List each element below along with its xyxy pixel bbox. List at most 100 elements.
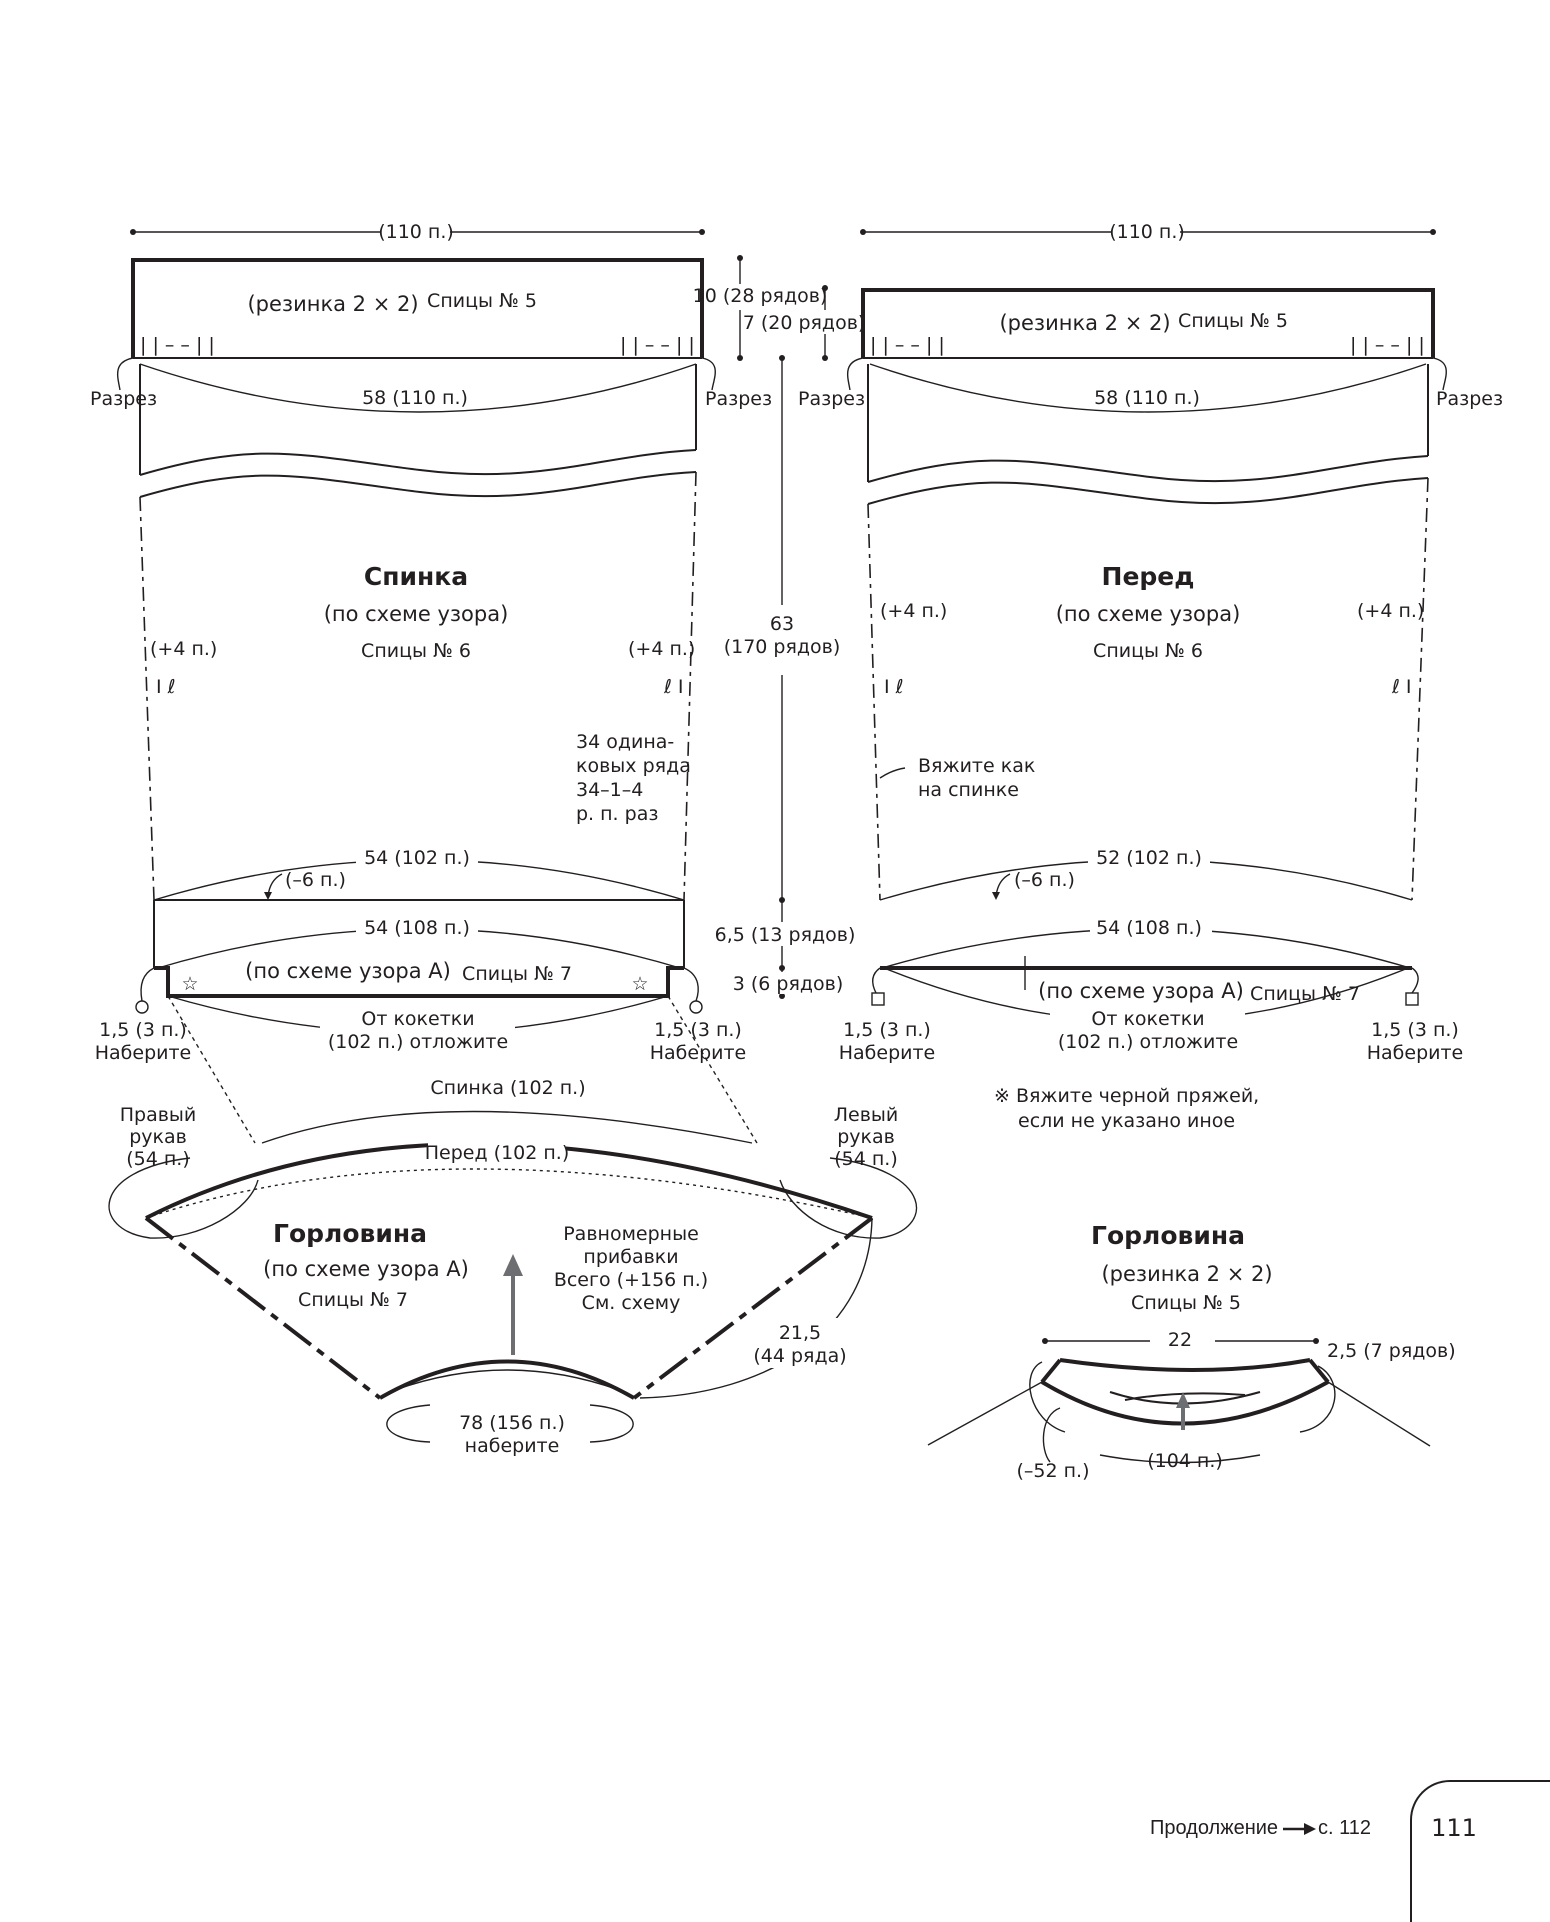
yoke-height-2: (44 ряда) (753, 1345, 846, 1367)
front-width-top: (110 п.) (1109, 221, 1185, 243)
yoke-left-sleeve-3: (54 п.) (834, 1148, 898, 1170)
top-height: 3 (6 рядов) (733, 973, 844, 995)
neckband-title: Горловина (1091, 1221, 1245, 1250)
front-inc-symbol-right: ℓ I (1391, 676, 1412, 698)
back-slit-left: Разрез (90, 388, 157, 410)
front-same-as-back-1: Вяжите как (918, 755, 1035, 777)
back-yoke-put-aside-2: (102 п.) отложите (328, 1031, 508, 1053)
back-rib-height: 10 (28 рядов) (693, 285, 828, 307)
back-rib-label: (резинка 2 × 2) (247, 292, 418, 316)
back-inc-right: (+4 п.) (628, 638, 695, 660)
back-cast-on-left-1: 1,5 (3 п.) (99, 1019, 187, 1041)
back-title: Спинка (364, 562, 468, 591)
front-needles: Спицы № 6 (1093, 640, 1203, 662)
back-yoke-put-aside-1: От кокетки (361, 1008, 474, 1030)
front-cast-on-left-2: Наберите (839, 1042, 936, 1064)
page-tab (1410, 1780, 1550, 1922)
front-rib-height: 7 (20 рядов) (743, 312, 866, 334)
front-slit-right: Разрез (1436, 388, 1503, 410)
yoke-height-1: 21,5 (779, 1322, 821, 1344)
footer-page-ref: с. 112 (1318, 1817, 1371, 1839)
front-yoke-put-aside-2: (102 п.) отложите (1058, 1031, 1238, 1053)
front-note-1: ※ Вяжите черной пряжей, (994, 1085, 1259, 1107)
front-rib-needles: Спицы № 5 (1178, 310, 1288, 332)
yoke-piece: Спинка (102 п.) Перед (102 п.) Правый ру… (108, 995, 918, 1457)
back-cast-on-left-2: Наберите (95, 1042, 192, 1064)
body-height-1: 63 (770, 613, 794, 635)
neckband-stitches: (104 п.) (1147, 1450, 1223, 1472)
yoke-title: Горловина (273, 1219, 427, 1248)
front-cast-on-left-1: 1,5 (3 п.) (843, 1019, 931, 1041)
footer-continued: Продолжение (1150, 1817, 1278, 1839)
front-dec: (–6 п.) (1014, 869, 1075, 891)
front-cast-on-right-2: Наберите (1367, 1042, 1464, 1064)
front-piece: (110 п.) (резинка 2 × 2) Спицы № 5 | | –… (798, 221, 1503, 1132)
yoke-right-sleeve-1: Правый (120, 1104, 197, 1126)
front-rib-label: (резинка 2 × 2) (999, 311, 1170, 335)
back-yoke-width: 54 (108 п.) (364, 917, 470, 939)
back-width-hem: 58 (110 п.) (362, 387, 468, 409)
front-inc-left: (+4 п.) (880, 600, 947, 622)
front-pattern: (по схеме узора) (1056, 602, 1241, 626)
front-width-hem: 58 (110 п.) (1094, 387, 1200, 409)
front-rib-symbol-right: | | – – | | (1350, 334, 1425, 356)
neckband-width: 22 (1168, 1329, 1192, 1351)
neckband-needles: Спицы № 5 (1131, 1292, 1241, 1314)
yoke-pattern: (по схеме узора А) (263, 1257, 469, 1281)
back-inc-note-3: 34–1–4 (576, 779, 643, 801)
front-slit-left: Разрез (798, 388, 865, 410)
front-yoke-pattern: (по схеме узора А) (1038, 979, 1244, 1003)
middle-dimensions: 10 (28 рядов) 7 (20 рядов) 63 (170 рядов… (693, 255, 866, 999)
front-width-upper: 52 (102 п.) (1096, 847, 1202, 869)
back-piece: (110 п.) (резинка 2 × 2) Спицы № 5 | | –… (90, 221, 772, 1064)
front-note-2: если не указано иное (1018, 1110, 1235, 1132)
yoke-increases-4: См. схему (582, 1292, 681, 1314)
yoke-left-sleeve-1: Левый (834, 1104, 899, 1126)
front-cast-on-right-1: 1,5 (3 п.) (1371, 1019, 1459, 1041)
back-inc-note-1: 34 одина- (576, 731, 674, 753)
back-width-top: (110 п.) (378, 221, 454, 243)
yoke-cast-on-2: наберите (465, 1435, 560, 1457)
back-inc-left: (+4 п.) (150, 638, 217, 660)
back-pattern: (по схеме узора) (324, 602, 509, 626)
footer: Продолжение с. 112 111 (1150, 1814, 1477, 1842)
back-inc-symbol-right: ℓ I (663, 676, 684, 698)
yoke-left-sleeve-2: рукав (837, 1126, 895, 1148)
back-needles: Спицы № 6 (361, 640, 471, 662)
neckband-dec: (–52 п.) (1016, 1460, 1089, 1482)
yoke-right-sleeve-2: рукав (129, 1126, 187, 1148)
back-yoke-needles: Спицы № 7 (462, 963, 572, 985)
front-inc-right: (+4 п.) (1357, 600, 1424, 622)
neckband-piece: Горловина (резинка 2 × 2) Спицы № 5 22 2… (927, 1221, 1456, 1482)
neckband-pattern: (резинка 2 × 2) (1101, 1262, 1272, 1286)
front-inc-symbol-left: I ℓ (884, 676, 904, 698)
back-rib-symbol-right: | | – – | | (620, 334, 695, 356)
back-cast-on-right-1: 1,5 (3 п.) (654, 1019, 742, 1041)
front-rib-symbol-left: | | – – | | (870, 334, 945, 356)
yoke-increases-3: Всего (+156 п.) (554, 1269, 708, 1291)
front-yoke-needles: Спицы № 7 (1250, 983, 1360, 1005)
yoke-back-label: Спинка (102 п.) (430, 1077, 585, 1099)
yoke-increases-2: прибавки (583, 1246, 678, 1268)
front-title: Перед (1102, 562, 1195, 591)
yoke-height: 6,5 (13 рядов) (715, 924, 856, 946)
back-star-right: ☆ (631, 973, 648, 995)
back-inc-note-2: ковых ряда (576, 755, 691, 777)
yoke-increases-1: Равномерные (563, 1223, 699, 1245)
yoke-cast-on-1: 78 (156 п.) (459, 1412, 565, 1434)
yoke-right-sleeve-3: (54 п.) (126, 1148, 190, 1170)
back-star-left: ☆ (181, 973, 198, 995)
back-rib-needles: Спицы № 5 (427, 290, 537, 312)
front-yoke-width: 54 (108 п.) (1096, 917, 1202, 939)
back-dec: (–6 п.) (285, 869, 346, 891)
body-height-2: (170 рядов) (724, 636, 841, 658)
back-slit-right: Разрез (705, 388, 772, 410)
neckband-height: 2,5 (7 рядов) (1327, 1340, 1456, 1362)
yoke-front-label: Перед (102 п.) (425, 1142, 570, 1164)
back-cast-on-right-2: Наберите (650, 1042, 747, 1064)
back-inc-symbol-left: I ℓ (156, 676, 176, 698)
yoke-needles: Спицы № 7 (298, 1289, 408, 1311)
back-rib-symbol-left: | | – – | | (140, 334, 215, 356)
back-yoke-pattern: (по схеме узора А) (245, 959, 451, 983)
